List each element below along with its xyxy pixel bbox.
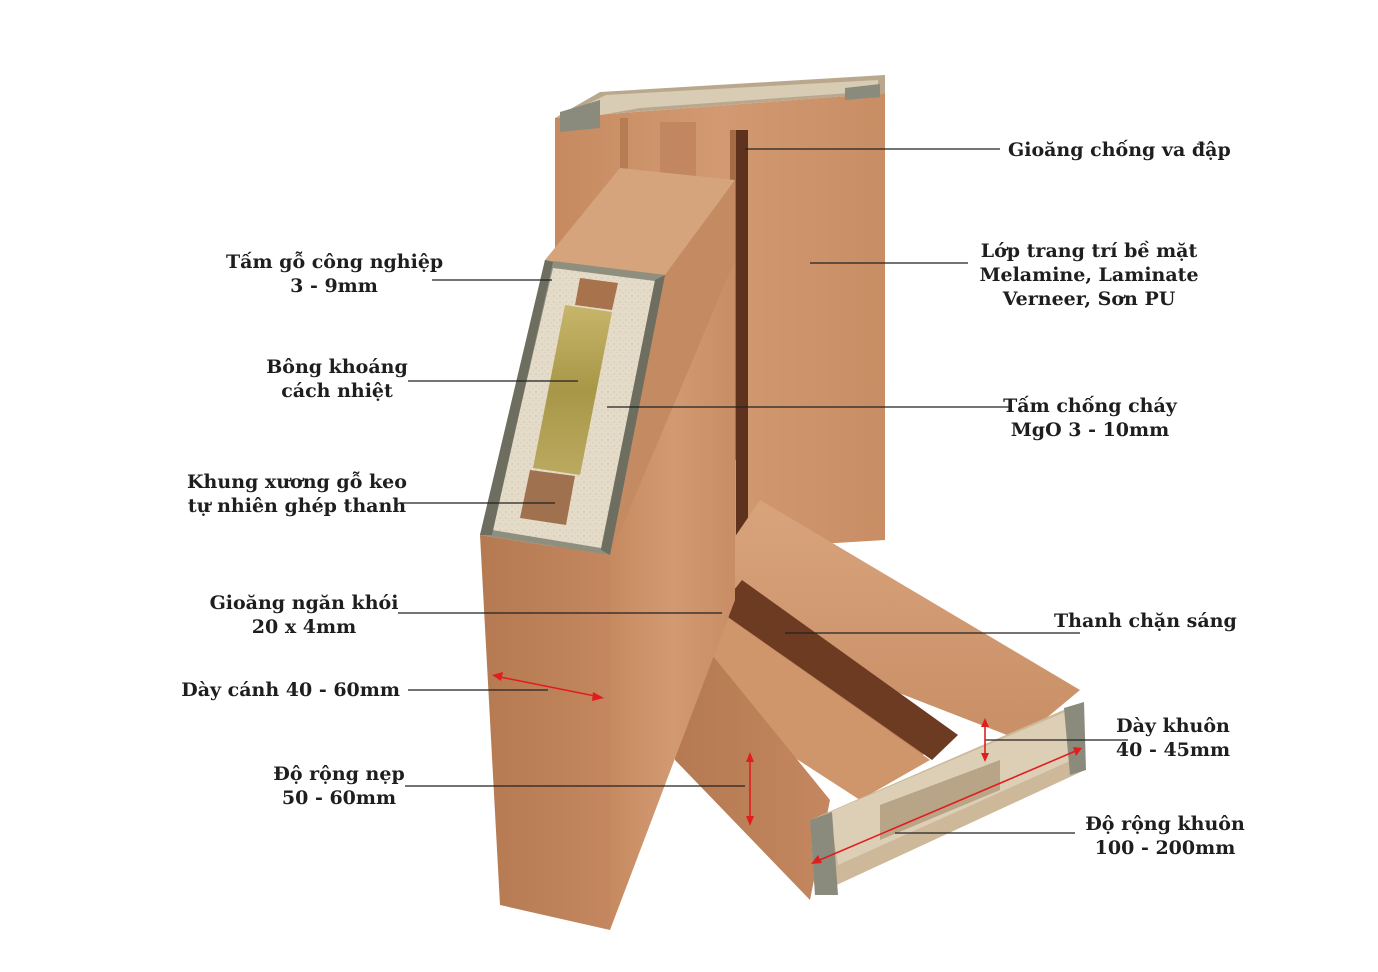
label-wood-frame: Khung xương gỗ keo tự nhiên ghép thanh — [186, 470, 408, 518]
leader-lines — [398, 148, 1128, 834]
label-mineral-wool: Bông khoáng cách nhiệt — [256, 355, 418, 403]
label-line: cách nhiệt — [281, 380, 393, 402]
label-line: Verneer, Sơn PU — [1002, 288, 1176, 310]
label-line: 50 - 60mm — [281, 787, 397, 809]
label-line: 100 - 200mm — [1094, 837, 1236, 859]
impact-gasket — [736, 130, 748, 550]
label-line: Bông khoáng — [266, 356, 408, 378]
label-plywood: Tấm gỗ công nghiệp 3 - 9mm — [226, 250, 444, 298]
label-line: Melamine, Laminate — [979, 264, 1199, 286]
label-line: Khung xương gỗ keo — [187, 471, 407, 493]
label-trim-width: Độ rộng nẹp 50 - 60mm — [266, 762, 412, 810]
door-leaf — [480, 168, 735, 930]
label-line: Gioăng chống va đập — [1008, 139, 1231, 161]
frame-bottom — [675, 500, 1086, 900]
label-line: Dày cánh 40 - 60mm — [181, 679, 400, 701]
label-line: 3 - 9mm — [290, 275, 378, 297]
label-smoke-gasket: Gioăng ngăn khói 20 x 4mm — [206, 591, 402, 639]
label-impact-gasket: Gioăng chống va đập — [1008, 138, 1231, 162]
mineral-wool — [533, 305, 612, 475]
light-stop-bar — [718, 580, 958, 760]
label-fire-board: Tấm chống cháy MgO 3 - 10mm — [1000, 394, 1180, 442]
label-leaf-thickness: Dày cánh 40 - 60mm — [180, 678, 400, 702]
label-line: Gioăng ngăn khói — [209, 592, 399, 614]
label-line: Tấm chống cháy — [1003, 395, 1177, 417]
label-line: 40 - 45mm — [1115, 739, 1231, 761]
dimension-arrows — [492, 672, 1082, 864]
label-frame-thickness: Dày khuôn 40 - 45mm — [1110, 714, 1236, 762]
label-line: Độ rộng nẹp — [273, 763, 405, 785]
label-light-stop-bar: Thanh chặn sáng — [1054, 609, 1237, 633]
label-line: Thanh chặn sáng — [1054, 610, 1237, 632]
label-line: Tấm gỗ công nghiệp — [226, 251, 444, 273]
label-line: 20 x 4mm — [251, 616, 357, 638]
label-line: MgO 3 - 10mm — [1010, 419, 1170, 441]
label-line: tự nhiên ghép thanh — [187, 495, 407, 517]
label-frame-width: Độ rộng khuôn 100 - 200mm — [1082, 812, 1248, 860]
label-line: Độ rộng khuôn — [1085, 813, 1245, 835]
label-line: Lớp trang trí bề mặt — [980, 240, 1198, 262]
label-decor-layer: Lớp trang trí bề mặt Melamine, Laminate … — [978, 239, 1200, 311]
label-line: Dày khuôn — [1116, 715, 1230, 737]
